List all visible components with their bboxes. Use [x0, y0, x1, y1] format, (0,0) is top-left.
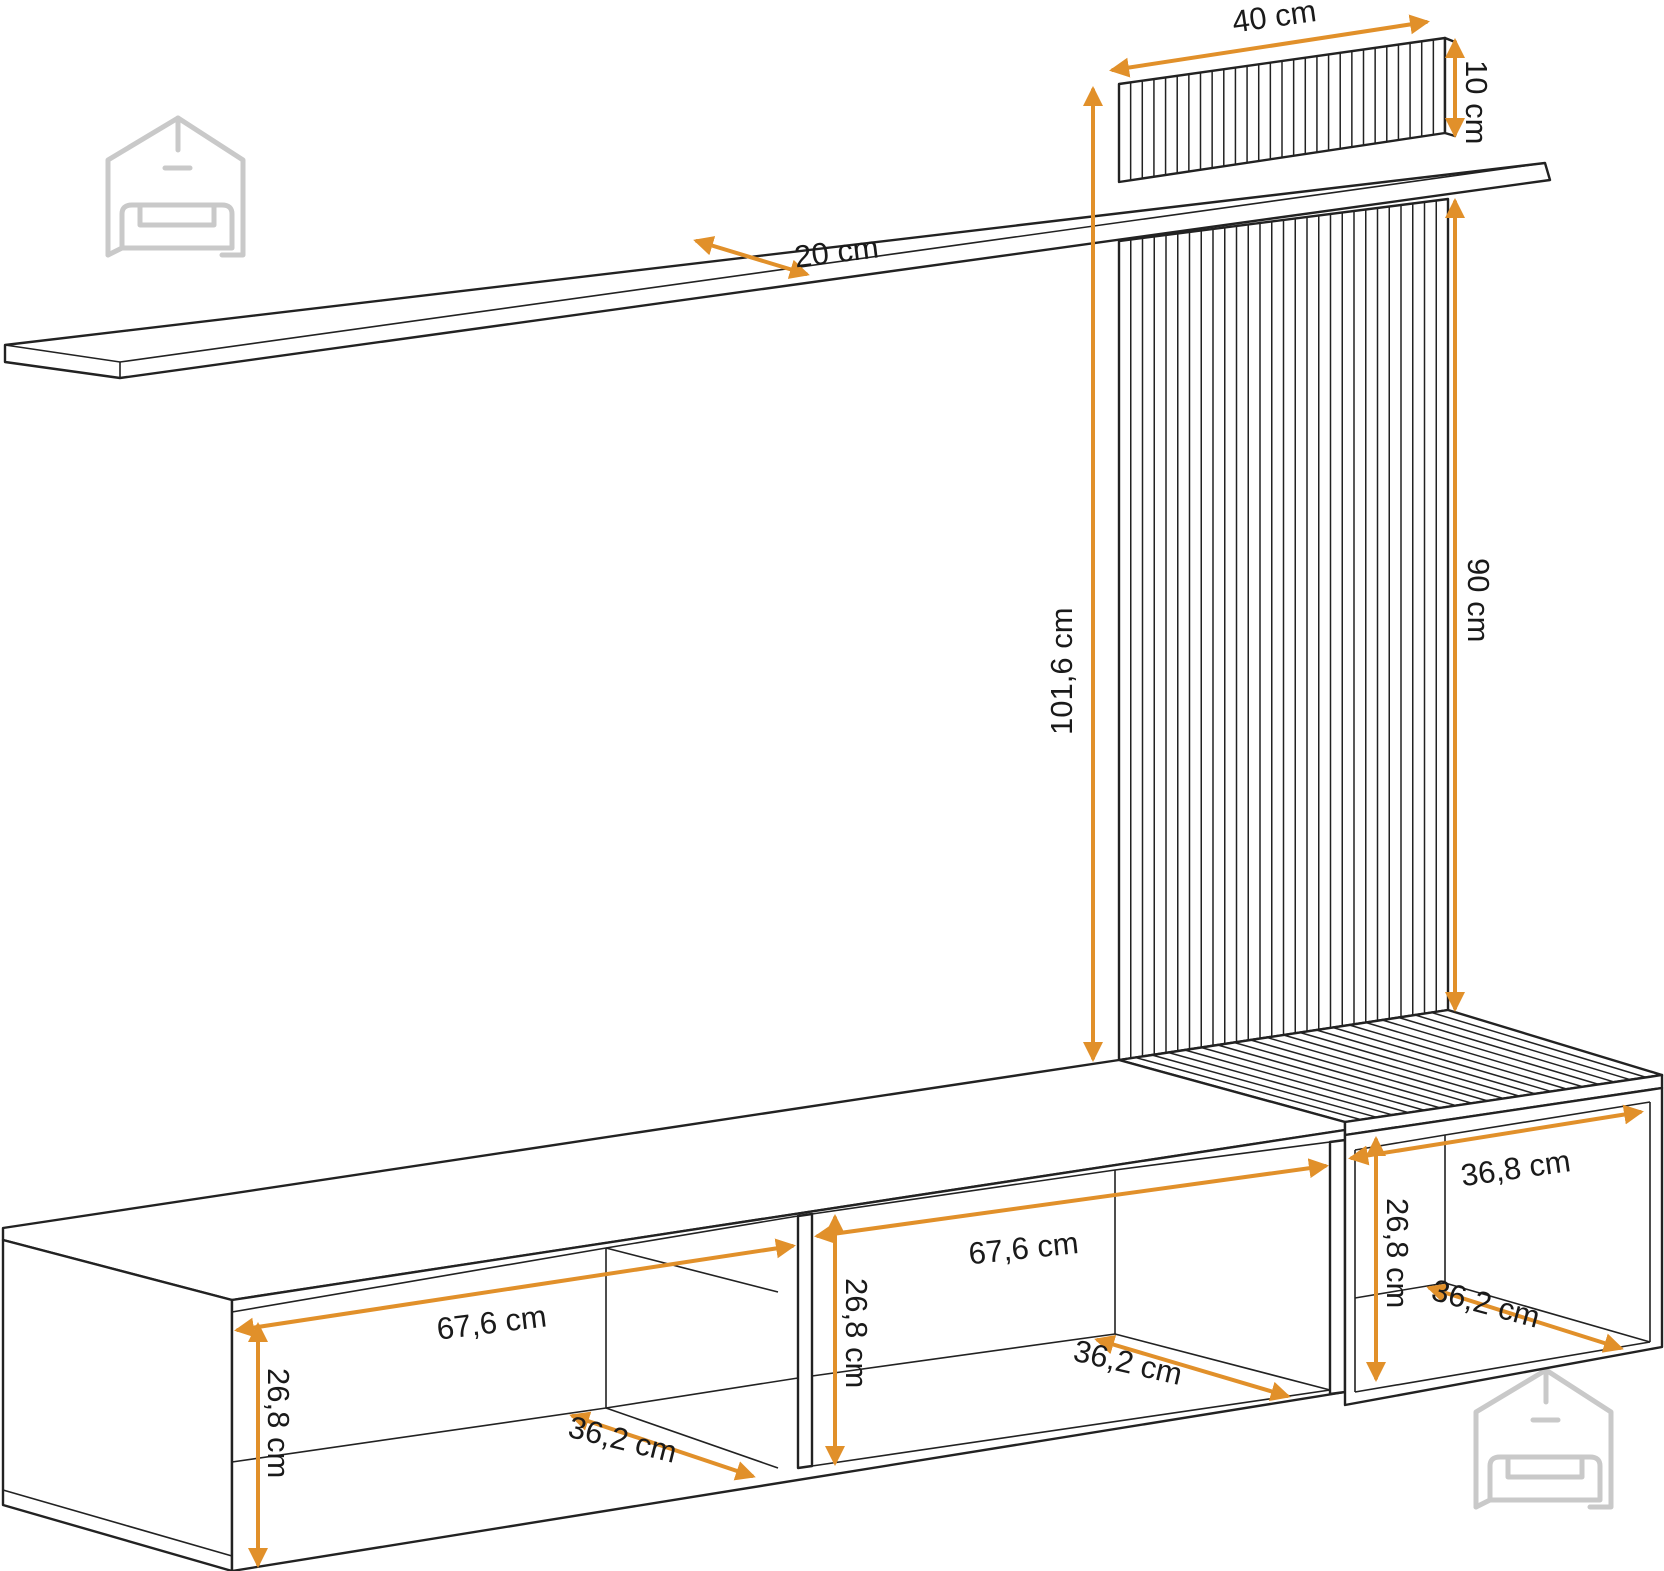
base-slat-line [1184, 1049, 1409, 1114]
dim-shelf-depth-line [693, 236, 810, 279]
base-slat-line [1414, 1014, 1631, 1081]
label-middle-height: 26,8 cm [839, 1278, 874, 1388]
base-slat-line [1299, 1031, 1520, 1097]
dim-middle-width-line [814, 1158, 1329, 1244]
label-panel-width: 40 cm [1230, 0, 1318, 40]
dim-left-width-line [234, 1238, 796, 1338]
dim-right-depth-line [1426, 1283, 1624, 1353]
dim-left-depth-line [569, 1411, 756, 1481]
base-slat-line [1233, 1041, 1457, 1107]
base-slat-line [1431, 1011, 1647, 1079]
base-slat-line [1316, 1029, 1536, 1095]
label-right-height: 26,8 cm [1380, 1198, 1415, 1308]
label-panel-top-height: 10 cm [1459, 60, 1494, 144]
dim-middle-depth-line [1094, 1334, 1291, 1402]
base-slat-line [1135, 1056, 1362, 1121]
base-slat-line [1365, 1021, 1583, 1088]
base-slat-line [1398, 1016, 1615, 1083]
base-slat-line [1381, 1019, 1599, 1086]
house-sofa-logo [105, 115, 246, 258]
label-panel-lower-height: 90 cm [1461, 558, 1496, 642]
base-slat-line [1168, 1051, 1393, 1116]
base-slat-line [1201, 1046, 1425, 1111]
cabinet-long [1, 1058, 1347, 1571]
base-slat-line [1151, 1054, 1377, 1119]
base-slat-line [1217, 1044, 1441, 1109]
base-slat-line [1332, 1026, 1552, 1093]
label-left-height: 26,8 cm [261, 1368, 296, 1478]
house-sofa-logo [1473, 1367, 1614, 1510]
dimension-lines [234, 14, 1644, 1568]
label-panel-total-height: 101,6 cm [1044, 607, 1079, 735]
base-slat-line [1250, 1039, 1473, 1104]
base-slat-line [1283, 1034, 1504, 1100]
base-slat-line [1266, 1036, 1488, 1102]
dim-panel-width-line [1109, 14, 1430, 78]
dim-right-width-line [1348, 1104, 1644, 1166]
base-slat-line [1349, 1024, 1568, 1090]
slatted-panel [1117, 197, 1450, 1062]
